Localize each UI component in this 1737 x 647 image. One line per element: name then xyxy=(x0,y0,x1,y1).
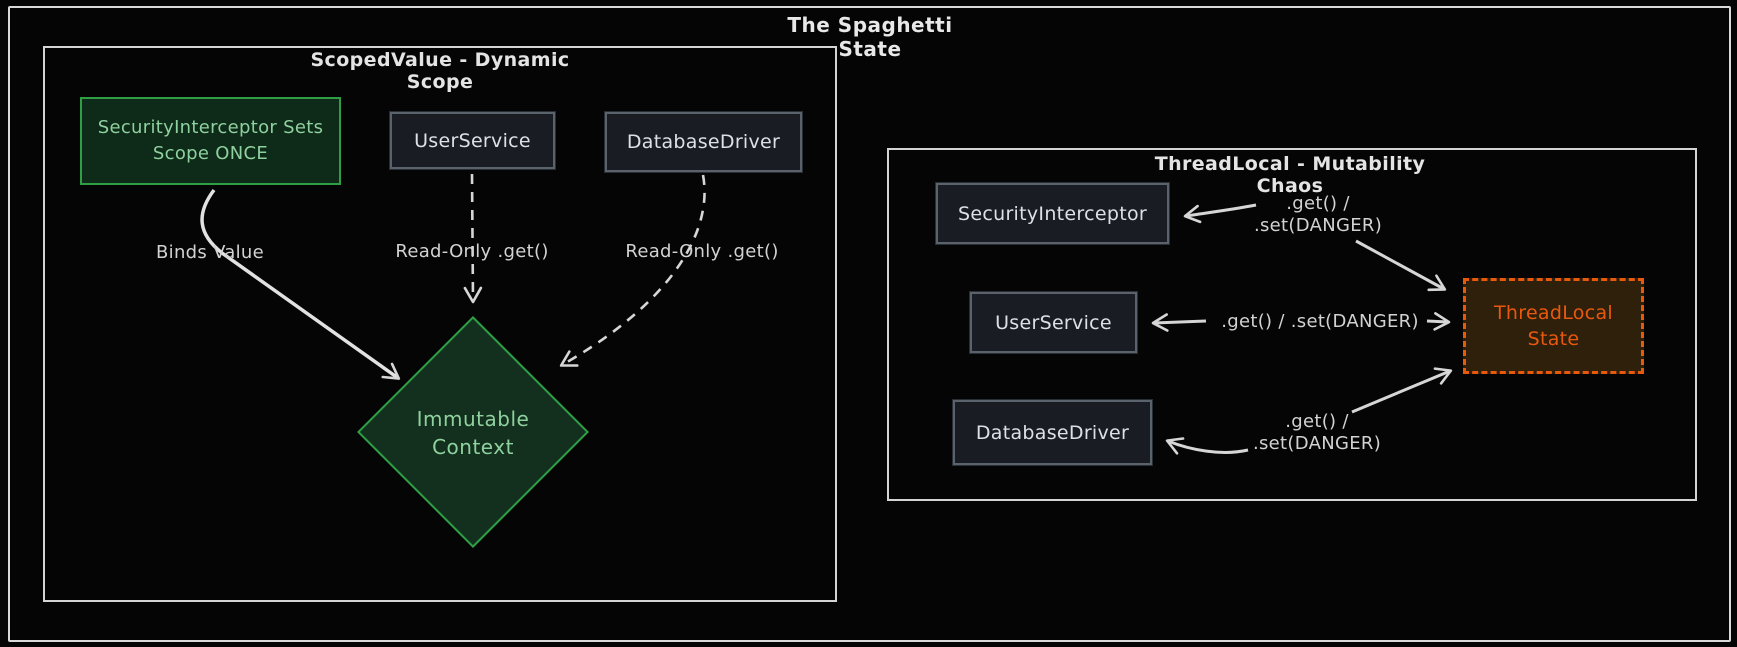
edge-label-line: .set(DANGER) xyxy=(1252,433,1382,454)
node-label: DatabaseDriver xyxy=(626,131,781,153)
edge-label-security-getset: .get() / .set(DANGER) xyxy=(1254,193,1382,237)
edge-label-binds-value: Binds Value xyxy=(155,242,265,263)
node-label: SecurityInterceptor xyxy=(958,202,1147,225)
node-userservice-left: UserService xyxy=(390,112,555,169)
node-databasedriver-right: DatabaseDriver xyxy=(953,400,1152,465)
edge-label-line: .get() / xyxy=(1286,193,1350,214)
edge-label-readonly-user: Read-Only .get() xyxy=(395,241,549,262)
node-userservice-right: UserService xyxy=(970,292,1137,353)
edge-label-line: .get() / xyxy=(1285,411,1349,432)
node-databasedriver-left: DatabaseDriver xyxy=(605,112,802,172)
node-immutable-context-label: Immutable Context xyxy=(383,405,563,461)
diagram-title: The Spaghetti State xyxy=(787,13,953,61)
threadlocal-panel-title: ThreadLocal - Mutability Chaos xyxy=(1154,153,1426,197)
node-securityinterceptor-scope: SecurityInterceptor Sets Scope ONCE xyxy=(80,97,341,185)
node-label: Scope ONCE xyxy=(152,143,269,164)
node-label: ThreadLocal xyxy=(1494,302,1613,324)
node-label: SecurityInterceptor Sets xyxy=(97,117,324,138)
edge-label-user-getset: .get() / .set(DANGER) xyxy=(1221,311,1419,332)
threadlocal-panel xyxy=(887,148,1697,501)
edge-label-database-getset: .get() / .set(DANGER) xyxy=(1253,411,1381,455)
node-label: State xyxy=(1527,328,1580,350)
node-label: Immutable xyxy=(416,407,530,431)
node-label: Context xyxy=(432,435,514,459)
node-securityinterceptor-right: SecurityInterceptor xyxy=(936,183,1169,244)
scopedvalue-panel-title: ScopedValue - Dynamic Scope xyxy=(310,49,570,93)
outer-container xyxy=(8,6,1731,642)
node-label: UserService xyxy=(414,129,531,152)
node-label: DatabaseDriver xyxy=(975,421,1130,444)
node-label: UserService xyxy=(995,311,1112,334)
edge-label-line: .set(DANGER) xyxy=(1253,215,1383,236)
node-threadlocal-state: ThreadLocal State xyxy=(1463,278,1644,374)
edge-label-readonly-db: Read-Only .get() xyxy=(625,241,779,262)
scopedvalue-panel xyxy=(43,46,837,602)
